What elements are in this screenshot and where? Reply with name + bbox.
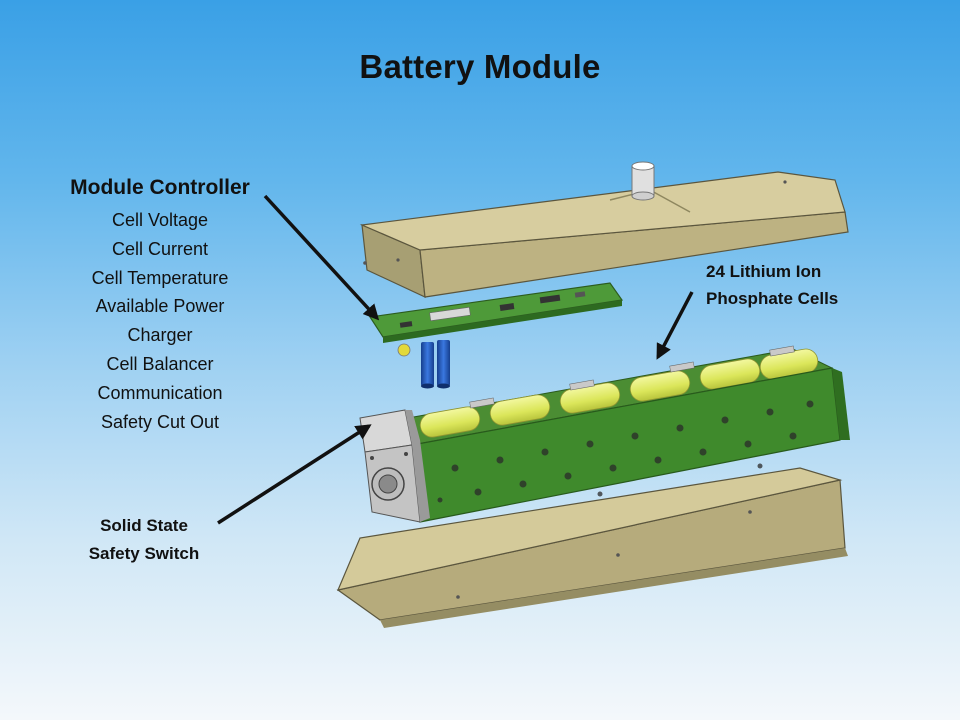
- module-controller-callout: Module Controller Cell Voltage Cell Curr…: [40, 176, 280, 436]
- controller-arrow: [263, 194, 380, 321]
- module-controller-heading: Module Controller: [70, 176, 250, 199]
- side-plate: [411, 367, 850, 523]
- controller-feature-list: Cell Voltage Cell Current Cell Temperatu…: [40, 206, 280, 436]
- vent-cylinder: [631, 161, 655, 201]
- diagram-title: Battery Module: [359, 48, 601, 85]
- capacitors: [421, 340, 450, 389]
- switch-arrow: [217, 424, 372, 525]
- safety-switch-housing: [359, 409, 430, 523]
- cells-callout-label: 24 Lithium Ion Phosphate Cells: [706, 262, 839, 308]
- feature-item: Cell Voltage: [111, 210, 209, 230]
- feature-item: Communication: [97, 382, 223, 403]
- feature-item: Cell Current: [111, 238, 209, 259]
- controller-pcb: [368, 282, 624, 357]
- cells-arrow: [656, 291, 694, 360]
- bottom-tray: [336, 467, 848, 628]
- feature-item: Safety Cut Out: [100, 411, 220, 432]
- feature-item: Cell Balancer: [106, 353, 214, 374]
- feature-item: Cell Temperature: [91, 267, 229, 288]
- top-cover: [359, 171, 849, 298]
- safety-switch-callout-label: Solid State Safety Switch: [88, 516, 200, 563]
- battery-cells: [407, 345, 834, 446]
- feature-item: Charger: [127, 325, 193, 346]
- feature-item: Available Power: [95, 296, 225, 317]
